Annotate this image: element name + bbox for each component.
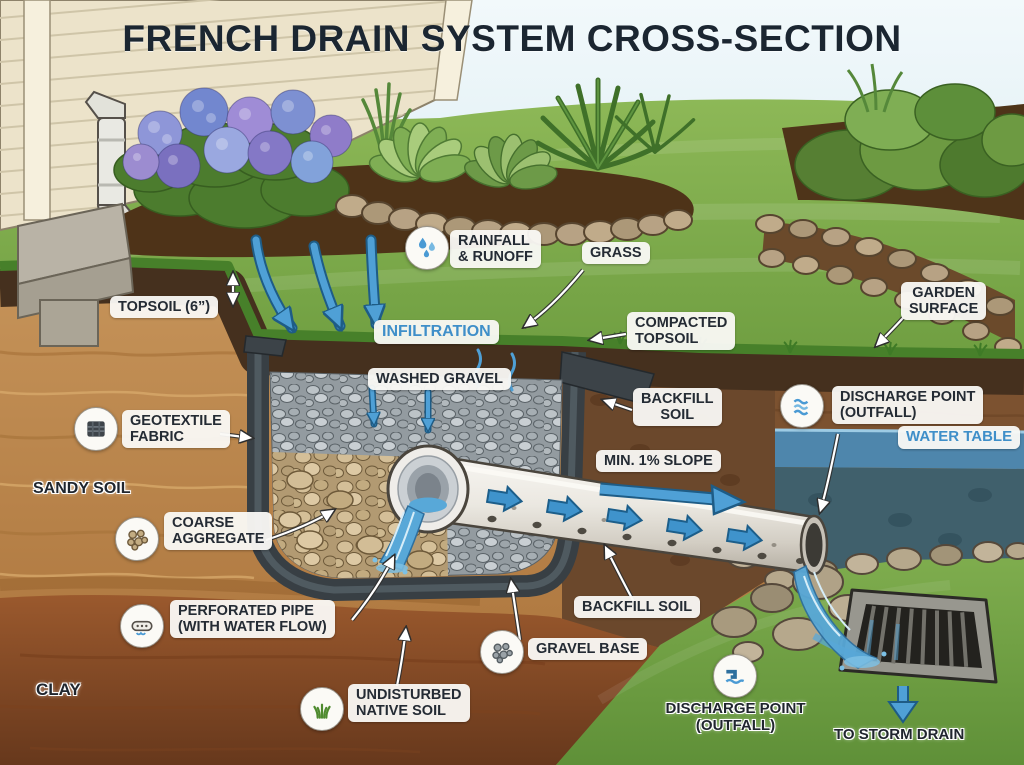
rainfall-arrows (250, 234, 376, 328)
drain-pipe-water-icon (713, 654, 757, 698)
callout-arrows (219, 268, 905, 687)
outfall-water-icon (780, 384, 824, 428)
geotextile-fabric-icon (74, 407, 118, 451)
label-washed-gravel: WASHED GRAVEL (368, 368, 512, 391)
label-topsoil: TOPSOIL (6”) (110, 296, 219, 319)
hydrangea-bush (113, 87, 353, 229)
label-min-slope: MIN. 1% SLOPE (596, 450, 721, 473)
label-to-storm-drain: TO STORM DRAIN (834, 726, 965, 743)
gravel-base-icon (480, 630, 524, 674)
pipe-opening (386, 444, 470, 534)
label-gravel-base: GRAVEL BASE (528, 638, 648, 661)
page-title: FRENCH DRAIN SYSTEM CROSS-SECTION (122, 18, 902, 59)
coarse-aggregate-icon (115, 517, 159, 561)
label-perforated-pipe: PERFORATED PIPE (WITH WATER FLOW) (170, 600, 335, 639)
perforated-pipe-icon (120, 604, 164, 648)
slope-arrow (599, 482, 748, 516)
hydrangea-flowers (122, 87, 353, 189)
label-grass: GRASS (582, 242, 650, 265)
label-backfill-soil-lower: BACKFILL SOIL (574, 596, 701, 619)
water-stream-outfall (793, 564, 887, 671)
label-coarse-aggregate: COARSE AGGREGATE (164, 512, 273, 551)
label-compacted-topsoil: COMPACTED TOPSOIL (627, 312, 736, 351)
storm-drain-arrow (887, 686, 919, 724)
label-infiltration: INFILTRATION (374, 320, 499, 344)
label-garden-surface: GARDEN SURFACE (901, 282, 987, 321)
topsoil-band (0, 265, 1024, 395)
label-sandy-soil: SANDY SOIL (33, 480, 131, 497)
label-discharge-point-outfall: DISCHARGE POINT (OUTFALL) (832, 386, 984, 425)
label-geotextile-fabric: GEOTEXTILE FABRIC (122, 410, 230, 449)
ferns (535, 77, 696, 171)
foundation (17, 202, 135, 347)
label-backfill-soil-upper: BACKFILL SOIL (633, 388, 722, 427)
pipe-perforations (487, 515, 804, 564)
water-drops-icon (405, 226, 449, 270)
label-rainfall-runoff: RAINFALL & RUNOFF (450, 230, 541, 269)
label-clay: CLAY (36, 680, 81, 699)
native-soil-grass-icon (300, 687, 344, 731)
pipe-flow-arrows (485, 484, 764, 552)
large-stones (278, 470, 434, 570)
right-shrubs (794, 63, 1024, 201)
hosta-plants (368, 122, 558, 190)
corner-trim (433, 0, 473, 101)
fabric-flap-left (243, 335, 287, 357)
label-undisturbed-native-soil: UNDISTURBED NATIVE SOIL (348, 684, 470, 723)
footing (39, 299, 99, 347)
label-water-table: WATER TABLE (898, 426, 1021, 449)
label-discharge-point-outfall-bottom: DISCHARGE POINT (OUTFALL) (665, 700, 806, 734)
storm-drain (812, 588, 998, 684)
